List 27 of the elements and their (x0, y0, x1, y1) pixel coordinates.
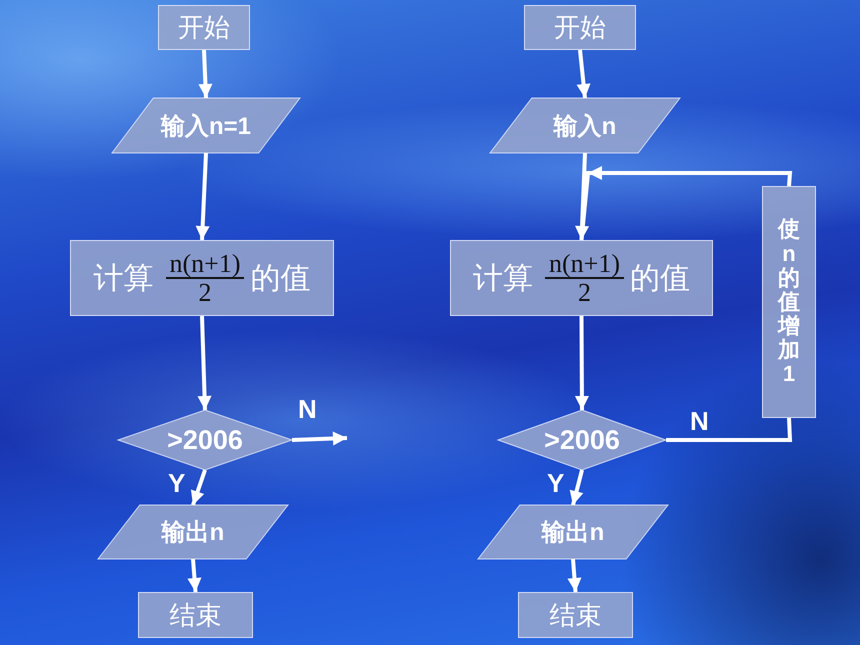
arrow (567, 558, 582, 592)
process-box: 结束 (138, 592, 253, 638)
arrow (574, 316, 589, 410)
io-parallelogram: 输入n (490, 98, 680, 153)
arrow (187, 558, 202, 592)
edge-label: N (690, 408, 709, 434)
arrow (198, 50, 212, 98)
arrow (198, 316, 212, 410)
decision-diamond: >2006 (118, 410, 292, 470)
arrow (190, 469, 207, 506)
arrow (196, 152, 210, 240)
edge-label: Y (547, 470, 564, 496)
connector-line (666, 418, 792, 442)
arrow (576, 50, 590, 98)
arrow (570, 470, 584, 506)
edge-label: N (298, 396, 317, 422)
process-box: 使n的值增加1 (762, 186, 816, 418)
process-box: 开始 (524, 5, 636, 50)
decision-diamond: >2006 (498, 410, 666, 470)
process-box: 结束 (518, 592, 633, 638)
io-parallelogram: 输出n (478, 505, 668, 559)
io-parallelogram: 输入n=1 (112, 98, 300, 153)
process-box: 开始 (158, 5, 250, 50)
edge-label: Y (168, 470, 186, 496)
io-parallelogram: 输出n (98, 505, 288, 559)
arrow (580, 166, 792, 240)
arrow (292, 432, 348, 446)
